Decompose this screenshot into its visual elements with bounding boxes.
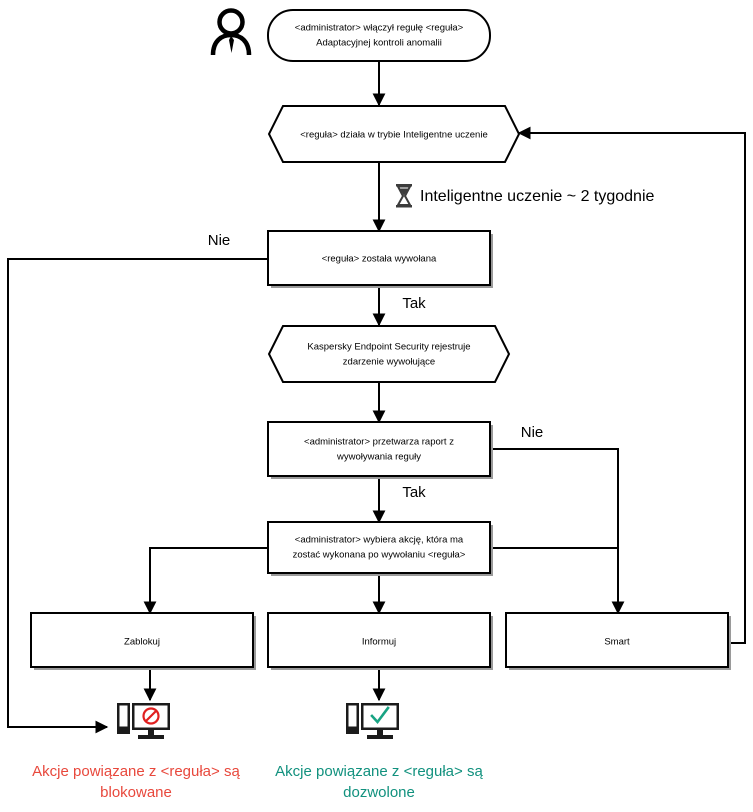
node-start-line1: <administrator> włączył regułę <reguła> <box>295 23 464 34</box>
node-start[interactable]: <administrator> włączył regułę <reguła> … <box>267 9 491 62</box>
node-kes-registers-line2: zdarzenie wywołujące <box>343 357 435 368</box>
node-action-smart-label: Smart <box>604 637 630 648</box>
outcome-blocked-line1: Akcje powiązane z <reguła> są <box>32 763 240 780</box>
edge-smart-loopback <box>517 126 746 644</box>
edge-label-report-yes: Tak <box>402 484 426 501</box>
outcome-allowed-line1: Akcje powiązane z <reguła> są <box>275 763 483 780</box>
node-action-inform-label: Informuj <box>362 637 396 648</box>
node-admin-report-line2: wywoływania reguły <box>336 452 421 463</box>
node-rule-triggered[interactable]: <reguła> została wywołana <box>267 230 493 288</box>
node-admin-selects-action[interactable]: <administrator> wybiera akcję, która ma … <box>267 521 493 576</box>
node-kes-registers-line1: Kaspersky Endpoint Security rejestruje <box>307 342 470 353</box>
connectors <box>7 61 746 734</box>
node-action-inform[interactable]: Informuj <box>267 612 493 670</box>
node-rule-triggered-line1: <reguła> została wywołana <box>322 254 437 265</box>
edge-report-no <box>490 448 625 615</box>
node-action-smart[interactable]: Smart <box>505 612 731 670</box>
actor-person-icon <box>210 8 252 56</box>
node-action-block-label: Zablokuj <box>124 637 160 648</box>
edge-label-triggered-no: Nie <box>208 232 231 249</box>
node-admin-report-line1: <administrator> przetwarza raport z <box>304 437 454 448</box>
node-admin-report[interactable]: <administrator> przetwarza raport z wywo… <box>267 421 493 479</box>
computer-allowed-icon <box>346 703 399 739</box>
annotation-learning-duration: Inteligentne uczenie ~ 2 tygodnie <box>396 184 655 208</box>
node-start-line2: Adaptacyjnej kontroli anomalii <box>316 38 442 49</box>
node-smart-learning-line1: <reguła> działa w trybie Inteligentne uc… <box>300 130 487 141</box>
node-admin-selects-action-line1: <administrator> wybiera akcję, która ma <box>295 535 464 546</box>
outcome-blocked-line2: blokowane <box>100 784 172 801</box>
hourglass-icon <box>396 184 412 208</box>
edge-label-report-no: Nie <box>521 424 544 441</box>
edge-triggered-no <box>7 258 268 734</box>
learning-duration-text: Inteligentne uczenie ~ 2 tygodnie <box>420 188 655 205</box>
node-admin-selects-action-line2: zostać wykonana po wywołaniu <reguła> <box>293 550 466 561</box>
edge-action-to-block <box>143 547 268 615</box>
node-kes-registers[interactable]: Kaspersky Endpoint Security rejestruje z… <box>267 325 511 383</box>
edge-label-triggered-yes: Tak <box>402 295 426 312</box>
node-smart-learning[interactable]: <reguła> działa w trybie Inteligentne uc… <box>267 105 521 163</box>
computer-blocked-icon <box>117 703 170 739</box>
node-action-block[interactable]: Zablokuj <box>30 612 256 670</box>
outcome-allowed-line2: dozwolone <box>343 784 415 801</box>
